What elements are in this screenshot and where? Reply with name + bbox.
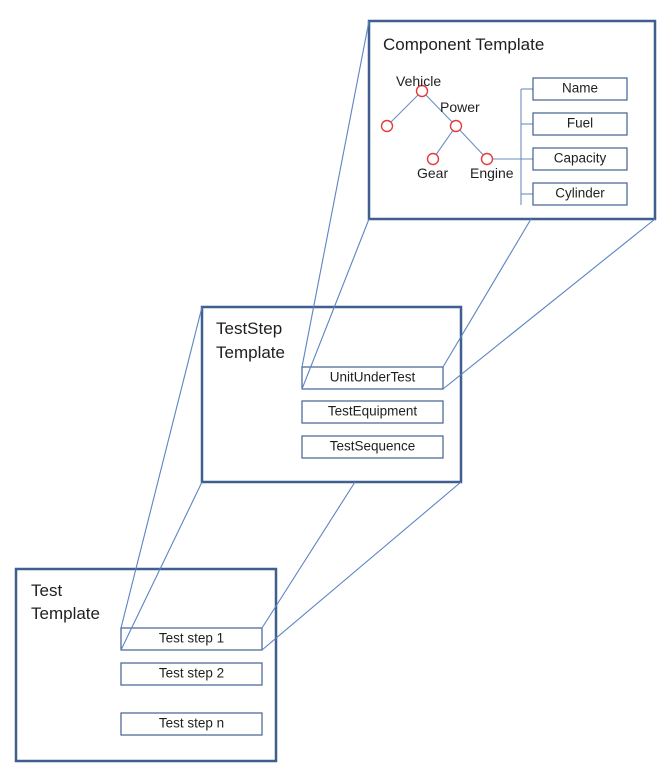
component-field-name-label: Name: [562, 81, 598, 96]
component-field-capacity: [532, 147, 628, 171]
component-field-fuel-label: Fuel: [567, 116, 593, 131]
teststep-field-testequipment: [301, 400, 444, 424]
component-field-cylinder: [532, 182, 628, 206]
tree-node-vehicle: [415, 84, 429, 98]
tree-node-unnamed: [380, 119, 394, 133]
tree-label-vehicle: Vehicle: [396, 73, 441, 89]
tree-edge-vehicle-power: [421, 90, 457, 127]
test-step-n: [120, 712, 263, 736]
test-step-n-label: Test step n: [159, 716, 224, 731]
teststep-field-unitundertest-label: UnitUnderTest: [330, 370, 416, 385]
zoom-line-uut-component-tl: [301, 20, 370, 368]
tree-label-engine: Engine: [470, 165, 514, 181]
tree-node-engine: [480, 152, 494, 166]
zoom-line-uut-component-bm: [442, 218, 532, 368]
component-field-fuel: [532, 112, 628, 136]
component-template-title: Component Template: [383, 35, 544, 54]
component-field-name: [532, 77, 628, 101]
tree-label-gear: Gear: [417, 165, 448, 181]
tree-edge-vehicle-left: [386, 90, 423, 127]
test-template-title-line2: Template: [31, 604, 100, 623]
teststep-field-testsequence: [301, 435, 444, 459]
test-step-2: [120, 662, 263, 686]
test-step-2-label: Test step 2: [159, 666, 224, 681]
tree-edge-power-gear: [432, 125, 457, 160]
test-template-title-line1: Test: [31, 581, 62, 600]
zoom-line-step1-teststep-bl: [120, 481, 203, 651]
teststep-template-title-line1: TestStep: [216, 319, 282, 338]
zoom-line-uut-component-br: [442, 218, 656, 390]
zoom-line-step1-teststep-bm: [261, 481, 356, 629]
tree-label-power: Power: [440, 99, 480, 115]
teststep-template-title-line2: Template: [216, 343, 285, 362]
teststep-field-unitundertest: [301, 366, 444, 390]
tree-node-power: [449, 119, 463, 133]
component-field-capacity-label: Capacity: [554, 151, 607, 166]
test-step-1: [120, 627, 263, 651]
teststep-field-testequipment-label: TestEquipment: [328, 404, 418, 419]
zoom-line-uut-component-bl: [301, 218, 370, 390]
component-field-cylinder-label: Cylinder: [555, 186, 605, 201]
tree-node-gear: [426, 152, 440, 166]
zoom-line-step1-teststep-br: [261, 481, 462, 651]
teststep-field-testsequence-label: TestSequence: [330, 439, 416, 454]
test-step-1-label: Test step 1: [159, 631, 224, 646]
zoom-line-step1-teststep-tl: [120, 306, 203, 629]
tree-edge-power-engine: [455, 125, 488, 160]
